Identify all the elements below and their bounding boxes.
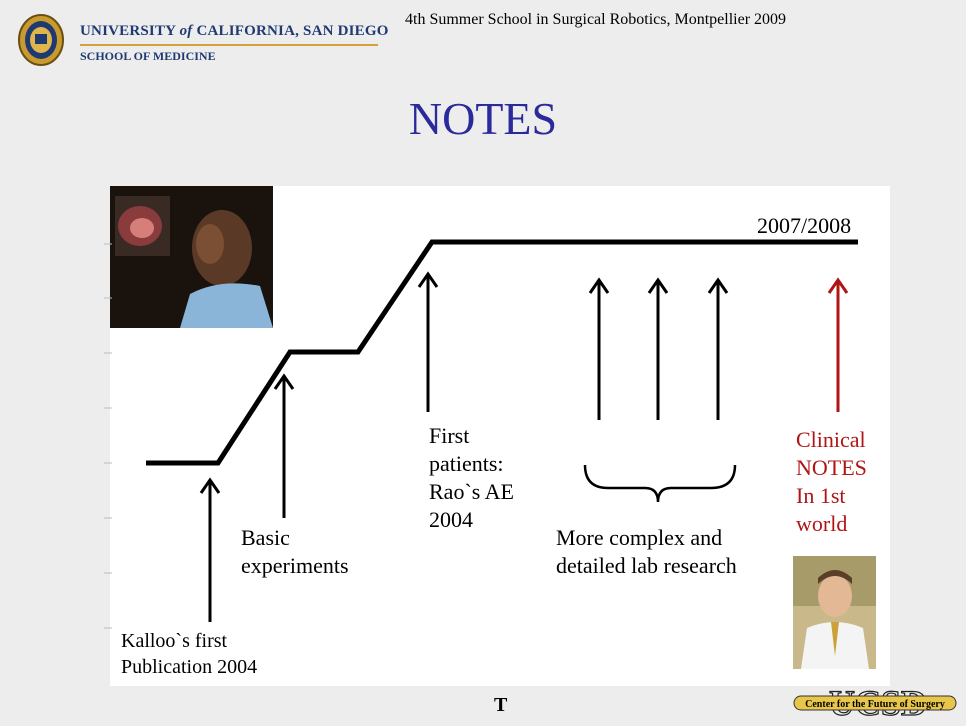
basic-experiments-label: Basic experiments (241, 525, 349, 578)
conference-title: 4th Summer School in Surgical Robotics, … (405, 11, 787, 28)
ucsd-center-logo: UCSD Center for the Future of Surgery (793, 683, 957, 723)
first-patients-label: First patients: Rao`s AE 2004 (429, 423, 514, 532)
svg-text:Center for the Future of Surge: Center for the Future of Surgery (805, 699, 945, 710)
research-brace (583, 464, 737, 503)
header-rule (80, 44, 378, 46)
axis-ticks (104, 243, 112, 629)
clinical-notes-label: Clinical NOTES In 1st world (796, 427, 867, 536)
arrow-first-patients (417, 271, 439, 412)
arrow-research-2 (647, 277, 669, 420)
kalloo-label: Kalloo`s first Publication 2004 (121, 630, 258, 678)
school-name: SCHOOL OF MEDICINE (80, 49, 216, 63)
progress-stair-line (146, 239, 858, 466)
university-name: UNIVERSITY of CALIFORNIA, SAN DIEGO (80, 23, 389, 39)
doctor-photo (793, 556, 876, 669)
arrow-research-1 (588, 277, 610, 420)
footer-letter: T (494, 694, 508, 716)
surgeon-photo (110, 186, 273, 328)
arrow-clinical (827, 277, 849, 412)
slide-title: NOTES (408, 93, 558, 144)
uc-seal-logo (18, 14, 64, 66)
arrow-basic (273, 373, 295, 518)
year-label: 2007/2008 (757, 213, 852, 238)
lab-research-label: More complex and detailed lab research (556, 525, 737, 578)
arrow-research-3 (707, 277, 729, 420)
arrow-kalloo (199, 477, 221, 622)
